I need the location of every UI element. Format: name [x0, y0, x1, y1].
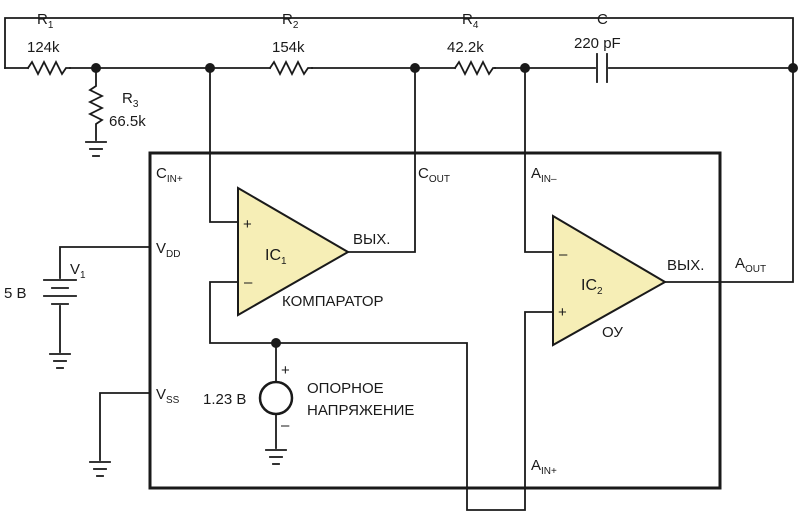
battery-v1	[43, 246, 151, 353]
ic1-name: IC1	[265, 247, 287, 267]
wire-cout	[347, 67, 416, 253]
v1-name: V1	[70, 261, 86, 281]
r2-name: R2	[282, 11, 299, 31]
junction-dot	[788, 63, 798, 73]
wire-reference	[209, 281, 554, 511]
ic2-output-label: ВЫХ.	[667, 257, 704, 274]
r1-value: 124k	[27, 39, 60, 56]
ground-symbol-v1	[49, 353, 71, 369]
vref-plus: +	[281, 362, 290, 379]
pin-vss-label: VSS	[156, 386, 180, 406]
wire-ain-minus	[524, 67, 554, 253]
ground-symbol-vss	[89, 461, 111, 477]
vref-value: 1.23 В	[203, 391, 246, 408]
r4-name: R4	[462, 11, 479, 31]
capacitor-c	[596, 53, 608, 83]
ic2-name: IC2	[581, 277, 603, 297]
top-wires	[4, 17, 794, 283]
junction-dot	[91, 63, 101, 73]
pin-cout-label: COUT	[418, 165, 450, 185]
ground-symbol-vref	[265, 449, 287, 465]
vref-caption-line2: НАПРЯЖЕНИЕ	[307, 402, 414, 419]
r4-value: 42.2k	[447, 39, 484, 56]
pin-aout-label: AOUT	[735, 255, 766, 275]
pin-cin-label: CIN+	[156, 165, 183, 185]
pin-ain-plus-label: AIN+	[531, 457, 557, 477]
capacitor-name: C	[597, 11, 608, 28]
ic1-plus: +	[243, 216, 252, 233]
pin-vdd-label: VDD	[156, 240, 180, 260]
r3-resistor	[87, 67, 105, 141]
ic2-minus: –	[559, 246, 568, 263]
opamp-ic2	[552, 214, 668, 347]
capacitor-value: 220 pF	[574, 35, 621, 52]
ic1-minus: –	[244, 274, 253, 291]
vref-caption-line1: ОПОРНОЕ	[307, 380, 384, 397]
r2-resistor	[268, 59, 313, 77]
r1-name: R1	[37, 11, 54, 31]
v1-value: 5 В	[4, 285, 27, 302]
r4-resistor	[453, 59, 496, 77]
r3-name: R3	[122, 90, 139, 110]
vref-minus: –	[281, 417, 290, 434]
ic2-caption: ОУ	[602, 324, 623, 341]
wire-cin	[209, 67, 239, 223]
r3-value: 66.5k	[109, 113, 146, 130]
ic2-plus: +	[558, 304, 567, 321]
vref-source	[258, 380, 294, 416]
r1-resistor	[26, 59, 71, 77]
ground-symbol-r3	[85, 141, 107, 157]
ic1-output-label: ВЫХ.	[353, 231, 390, 248]
comparator-ic1	[237, 186, 351, 317]
pin-ain-minus-label: AIN–	[531, 165, 557, 185]
wire-vss	[99, 392, 151, 461]
r2-value: 154k	[272, 39, 305, 56]
ic1-caption: КОМПАРАТОР	[282, 293, 384, 310]
ic-package	[148, 151, 722, 490]
